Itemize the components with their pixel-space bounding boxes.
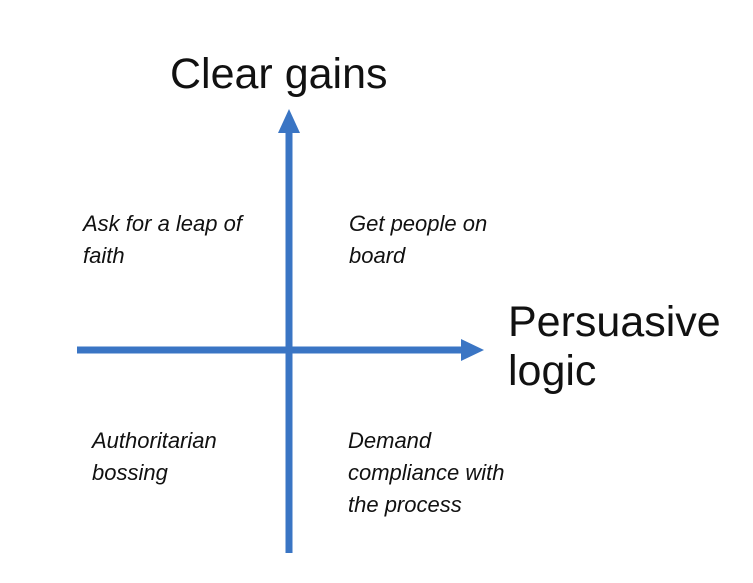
quadrant-label-line: bossing	[92, 460, 168, 485]
quadrant-label-line: the process	[348, 492, 462, 517]
quadrant-label-line: Get people on	[349, 211, 488, 236]
x-axis-label-line: Persuasive	[508, 298, 721, 346]
quadrant-label-line: Ask for a leap of	[83, 211, 242, 236]
quadrant-bottom-right-label: Demand compliance with the process	[348, 425, 505, 521]
y-axis-label: Clear gains	[170, 50, 388, 98]
quadrant-label-line: board	[349, 243, 406, 268]
arrow-right-icon	[461, 339, 484, 361]
arrow-up-icon	[278, 109, 300, 133]
x-axis-label: Persuasive logic	[508, 298, 721, 396]
quadrant-label-line: Authoritarian	[92, 428, 217, 453]
quadrant-top-left-label: Ask for a leap of faith	[83, 208, 242, 272]
quadrant-label-line: faith	[83, 243, 125, 268]
quadrant-label-line: compliance with	[348, 460, 505, 485]
quadrant-label-line: Demand	[348, 428, 432, 453]
x-axis-label-line: logic	[508, 347, 597, 395]
quadrant-top-right-label: Get people on board	[349, 208, 487, 272]
quadrant-bottom-left-label: Authoritarian bossing	[92, 425, 217, 489]
